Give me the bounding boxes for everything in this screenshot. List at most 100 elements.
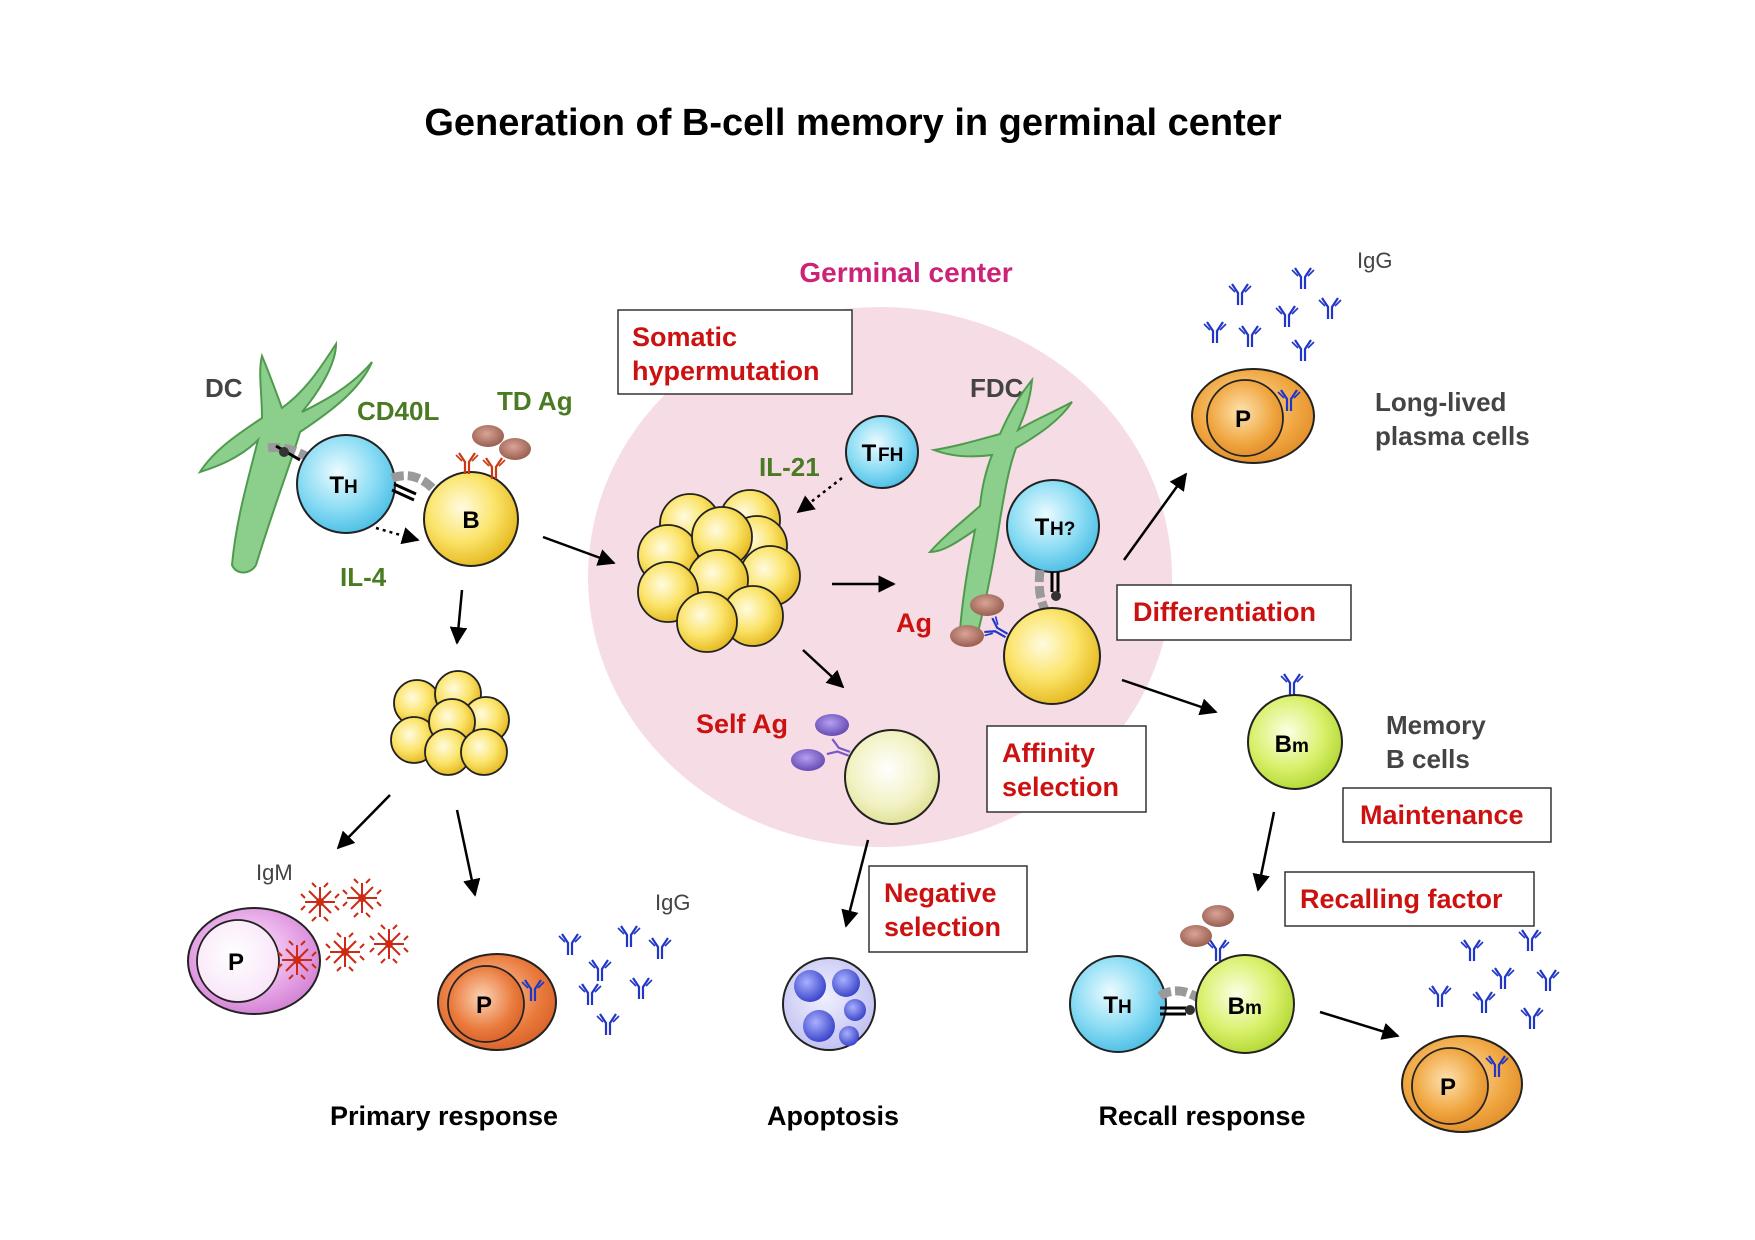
recall-antigen-2 (1202, 905, 1234, 927)
apoptosis-label: Apoptosis (767, 1101, 899, 1131)
to-apoptosis-arrow (841, 839, 870, 928)
recalling-factor-box (1284, 871, 1535, 927)
il4-label: IL-4 (340, 562, 387, 592)
fdc-antigen-2 (950, 625, 984, 647)
negative-selection-box (868, 865, 1028, 953)
ag-label: Ag (896, 608, 932, 638)
germinal-center-label: Germinal center (799, 257, 1012, 288)
selected-b-cell (1003, 607, 1101, 705)
th-cell-primary-label: T (329, 472, 344, 499)
differentiation-box (1116, 584, 1352, 641)
memory-b-recall-sub: m (1245, 998, 1262, 1019)
fdc-label: FDC (970, 373, 1024, 403)
contact-dot-2 (1051, 591, 1061, 601)
igg-top-label: IgG (1357, 248, 1392, 273)
memory-b-cell-recall (1195, 954, 1295, 1054)
contact-dot-3 (1185, 1005, 1195, 1015)
igm-molecule-5 (369, 924, 409, 964)
negative-selection-text-2: selection (884, 912, 1001, 942)
self-reactive-b-cell (844, 729, 940, 825)
b-to-cluster-arrow (449, 589, 468, 645)
igg-antibodies-recall (1427, 928, 1561, 1031)
b-cell-primary-label: B (462, 507, 479, 534)
fdc-antigen-1 (970, 594, 1004, 616)
b-cell-primary (423, 471, 519, 567)
igm-molecule-4 (325, 932, 365, 972)
igg-plasma-primary-label: P (476, 992, 492, 1019)
primary-b-cluster (390, 670, 510, 776)
somatic-hypermutation-box (617, 309, 853, 395)
il4-arrow (375, 526, 420, 545)
self-antigen-1 (815, 714, 849, 736)
memory-label-2: B cells (1386, 744, 1470, 774)
b-receptor-1 (454, 451, 480, 476)
th-cell-primary-sub: H (344, 477, 358, 498)
igm-label: IgM (256, 860, 293, 885)
to-long-lived-arrow (1122, 472, 1188, 561)
memory-label-1: Memory (1386, 710, 1486, 740)
long-lived-plasma-label: P (1235, 406, 1251, 433)
maintenance-text: Maintenance (1360, 800, 1524, 830)
igm-molecule-2 (300, 882, 340, 922)
self-antigen-2 (791, 749, 825, 771)
recall-b-receptor (1205, 938, 1231, 963)
gc-b-cluster (637, 489, 801, 653)
long-lived-label-2: plasma cells (1375, 421, 1530, 451)
maintenance-box (1342, 787, 1552, 843)
igg-antibodies-top (1202, 266, 1343, 363)
td-antigen-2 (499, 438, 531, 460)
il21-label: IL-21 (759, 452, 820, 482)
il21-arrow (796, 477, 843, 514)
tfh-cell (845, 415, 919, 489)
tfh-cell-sub: FH (878, 445, 903, 466)
affinity-selection-text-2: selection (1002, 772, 1119, 802)
cd40l-label: CD40L (357, 396, 439, 426)
th-question-sub: H? (1050, 519, 1075, 540)
memory-b-receptor (1279, 672, 1305, 697)
memory-b-cell (1247, 694, 1343, 790)
recall-plasma-nucleus (1411, 1047, 1489, 1125)
contact-dot-1 (279, 447, 289, 457)
memory-to-recall-arrow (1252, 811, 1276, 892)
apoptotic-cell (782, 957, 876, 1051)
cluster-to-self-ag-arrow (802, 649, 845, 689)
primary-response-label: Primary response (330, 1101, 558, 1131)
igg-plasma-nucleus-primary (447, 965, 525, 1043)
cluster-to-igg-plasma-arrow (455, 809, 481, 897)
dendritic-cell-shape (197, 340, 373, 574)
memory-b-recall-label: B (1228, 993, 1245, 1020)
long-lived-label-1: Long-lived (1375, 387, 1506, 417)
igm-molecule-3 (342, 878, 382, 918)
tfh-cell-label: T (862, 440, 877, 467)
follicular-dendritic-cell-shape (927, 376, 1073, 641)
recall-response-label: Recall response (1098, 1101, 1305, 1131)
th-question-label: T (1035, 514, 1050, 541)
somatic-hypermutation-text-1: Somatic (632, 322, 737, 352)
th-b-contact (390, 471, 440, 496)
th-cell-recall-label: T (1103, 992, 1118, 1019)
recall-antigen-1 (1180, 925, 1212, 947)
affinity-selection-box (986, 725, 1147, 813)
recalling-factor-text: Recalling factor (1300, 884, 1503, 914)
contact-bar-2 (391, 488, 415, 502)
b-to-gc-arrow (542, 535, 616, 566)
to-memory-arrow (1121, 678, 1218, 716)
igg-antibodies-primary (557, 924, 673, 1037)
contact-bar-3 (393, 482, 417, 496)
negative-selection-text-1: Negative (884, 878, 997, 908)
igm-plasma-nucleus (196, 919, 280, 1003)
td-antigen-1 (472, 425, 504, 447)
memory-b-sub: m (1292, 736, 1309, 757)
dc-label: DC (205, 373, 243, 403)
cluster-to-igm-plasma-arrow (336, 794, 391, 850)
igg-primary-label: IgG (655, 890, 690, 915)
td-ag-label: TD Ag (497, 386, 573, 416)
long-lived-plasma-nucleus (1206, 379, 1284, 457)
affinity-selection-text-1: Affinity (1002, 738, 1095, 768)
self-ag-label: Self Ag (696, 709, 788, 739)
recall-contact (1157, 986, 1201, 1002)
recall-to-plasma-arrow (1319, 1010, 1400, 1040)
diagram-title: Generation of B-cell memory in germinal … (424, 102, 1282, 144)
memory-b-label: B (1275, 731, 1292, 758)
th-cell-recall-sub: H (1118, 997, 1132, 1018)
